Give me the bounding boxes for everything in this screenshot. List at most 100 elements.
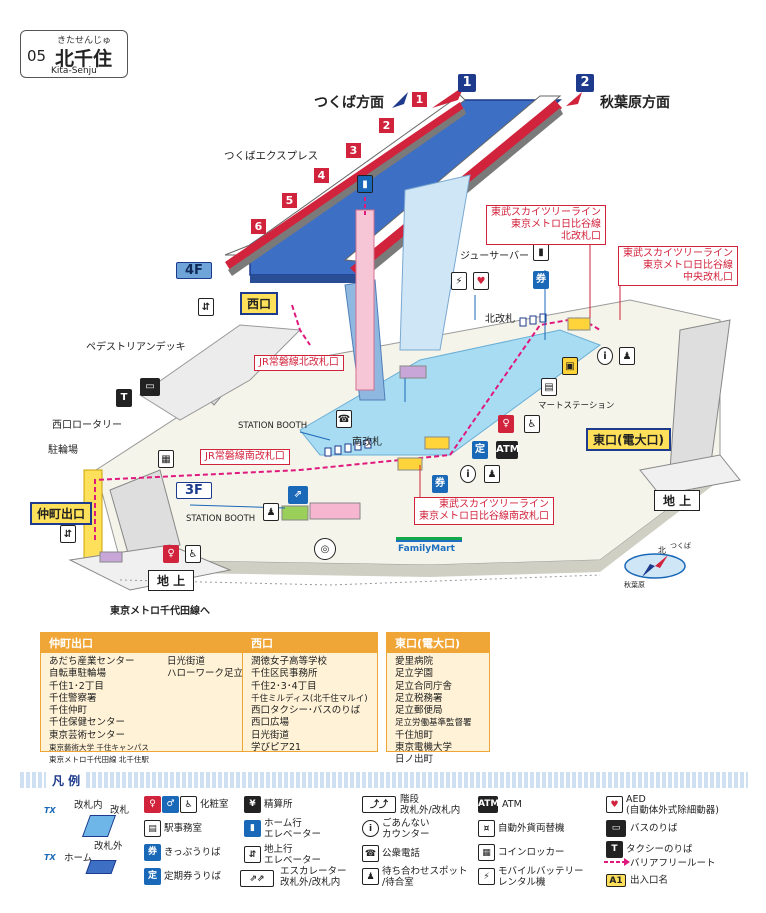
legend-taxi: タクシーのりば (626, 844, 693, 855)
exit-nakacho: 仲町出口 (30, 502, 93, 525)
atm-sign-icon: ◎ (314, 538, 336, 560)
legend-aed: AED (自動体外式除細動器) (626, 794, 719, 816)
platform-elevator-icon: ▮ (244, 820, 261, 837)
exit-info-item: 足立学園 (395, 668, 434, 680)
transfer-jr-north: JR常磐線北改札口 (254, 355, 344, 371)
transfer-south-line1: 東武スカイツリーライン (439, 499, 549, 510)
restroom-male-icon: ♂ (162, 796, 179, 813)
car-3-badge: 3 (346, 143, 361, 158)
transfer-central-line1: 東武スカイツリーライン (623, 248, 733, 259)
legend-title: 凡 例 (46, 772, 87, 789)
legend-fare: 精算所 (264, 799, 293, 810)
ticket-machine-icon: 券 (533, 271, 549, 289)
ticket-machine-icon: 券 (144, 844, 161, 861)
floor-3f-label: 3F (176, 482, 212, 499)
legend-meeting: 待ち合わせスポット /待合室 (382, 866, 468, 888)
car-1-badge: 1 (412, 92, 427, 107)
legend-information: ごあんない カウンター (382, 818, 430, 840)
pedestrian-deck-label: ペデストリアンデッキ (86, 342, 186, 353)
ground-label-east: 地 上 (654, 490, 701, 511)
exit-info-item: 東京藝術大学 千住キャンパス (49, 743, 149, 753)
accessible-icon: ♿ (524, 415, 540, 433)
battery-icon: ⚡ (478, 868, 495, 885)
bicycle-parking-label: 駐輪場 (48, 445, 78, 456)
tx-logo-icon: TX (44, 806, 56, 815)
exit-info-item: 足立合同庁舎 (395, 680, 453, 692)
exit-info-item: 千住旭町 (395, 729, 434, 741)
locker-icon: ▦ (478, 844, 495, 861)
accessible-icon-2: ♿ (185, 545, 201, 563)
mart-station-shop (399, 365, 427, 379)
gated-area (299, 329, 602, 456)
stairs-icon: ⤴⤴ (362, 796, 396, 813)
exit-info-item: 西口広場 (251, 717, 290, 729)
escalator-shaft (399, 174, 471, 351)
atm-icon: ATM (478, 796, 499, 813)
phone-icon: ☎ (362, 845, 379, 862)
north-gates (519, 313, 547, 327)
legend-battery: モバイルバッテリー レンタル機 (498, 866, 584, 888)
exit-info-item: 千住1･2丁目 (49, 680, 104, 692)
car-5-badge: 5 (282, 193, 297, 208)
legend-bus: バスのりば (630, 823, 678, 834)
train-left (224, 94, 466, 276)
exit-info-item: 潤徳女子高等学校 (251, 656, 328, 667)
legend-atm: ATM (502, 799, 522, 810)
escalator-icon: ⇗ (288, 486, 308, 504)
ticket-machine-icon-2: 券 (432, 475, 448, 493)
transfer-north-line3: 北改札口 (561, 231, 601, 242)
station-office-icon: ▤ (144, 820, 161, 837)
exit-info-list-right: 日光街道 ハローワーク足立 (159, 653, 251, 770)
arrow-tsukuba (392, 92, 408, 108)
shop-yellow-1 (424, 436, 450, 450)
legend-gate-outside: 改札外 (94, 841, 123, 852)
compass-akihabara: 秋葉原 (624, 581, 645, 589)
exit-info-item: 東京電機大学 (395, 742, 453, 754)
transfer-south-line2: 東京メトロ日比谷線南改札口 (419, 511, 549, 522)
ground-elevator-icon: ⇵ (244, 846, 261, 863)
exit-info-item: 日ノ出町 (395, 754, 434, 766)
exit-info-item: 日光街道 (251, 729, 290, 741)
information-icon-2: i (597, 347, 613, 365)
fare-adjustment-icon: ¥ (244, 796, 261, 813)
exit-east: 東口(電大口) (586, 428, 671, 451)
gate-icon (81, 815, 117, 837)
meeting-spot-icon: ♟ (362, 868, 379, 885)
station-office-icon: ▤ (541, 378, 557, 396)
exit-info-title: 仲町出口 (41, 633, 285, 653)
currency-exchange-icon: ¤ (478, 820, 495, 837)
arrow-platform1 (432, 86, 464, 108)
shop-yellow-3 (567, 317, 591, 331)
legend-station-office: 駅事務室 (164, 823, 203, 834)
ground-elevator-icon-2: ⇵ (60, 525, 76, 543)
station-map (68, 86, 741, 591)
legend-exit-name: 出入口名 (630, 875, 669, 886)
elevator-shaft (355, 209, 375, 391)
legend-phone: 公衆電話 (382, 848, 421, 859)
locker-icon: ▦ (158, 450, 174, 468)
legend-gate-inside: 改札内 (74, 800, 103, 811)
north-gate-label: 北改札 (485, 314, 515, 325)
ground-label-west: 地 上 (148, 570, 195, 591)
legend-header: 凡 例 (20, 772, 748, 789)
legend-ground-elevator: 地上行 エレベーター (264, 844, 322, 866)
station-name: 北千住 (55, 48, 113, 70)
information-icon: i (460, 465, 476, 483)
east-ground (639, 454, 741, 496)
exit-info-item: 西口タクシー･バスのりば (251, 705, 361, 717)
station-id-box: きたせんじゅ 05 北千住 Kita-Senju (20, 30, 128, 78)
exit-info-item: 足立郵便局 (395, 705, 443, 717)
barrier-free-route (94, 316, 601, 540)
family-mart-shop (309, 502, 361, 520)
exit-info-west: 西口 潤徳女子高等学校 千住区民事務所 千住2･3･4丁目 千住ミルディス(北千… (242, 632, 378, 754)
taxi-icon: T (116, 389, 132, 407)
exit-info-item: 足立税務署 (395, 692, 443, 704)
restroom-icon: ♀ (498, 415, 514, 433)
compass-icon (624, 553, 686, 579)
direction-tsukuba: つくば方面 (314, 95, 384, 111)
ground-elevator-icon: ⇵ (198, 298, 214, 316)
exit-west: 西口 (240, 292, 279, 315)
legend-currency: 自動外貨両替機 (498, 823, 565, 834)
transfer-central-line3: 中央改札口 (683, 272, 733, 283)
exit-info-item: 学びピア21 (251, 742, 302, 754)
